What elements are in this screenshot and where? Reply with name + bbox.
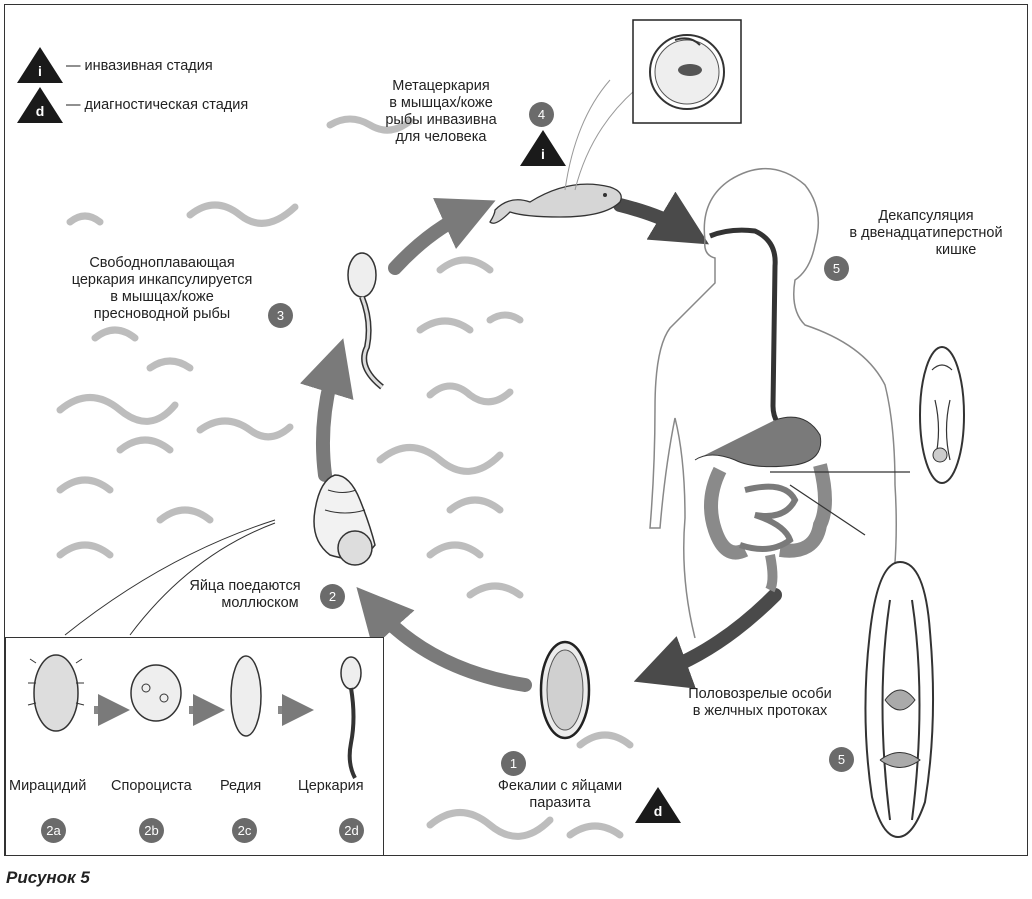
stage-4-label: Метацеркария в мышцах/коже рыбы инвазивн… [385,78,497,145]
cercaria-illustration [347,252,384,390]
metacercaria-box [632,19,742,124]
stage-4-invasive-icon: i [520,130,566,166]
larval-stages-inset: Мирацидий Спороциста Редия Церкария 2a 2… [5,637,384,856]
badge-2d: 2d [339,818,364,843]
snail-illustration [313,474,376,566]
stage-4-badge: 4 [529,102,554,127]
legend-invasive-label: — инвазивная стадия [66,58,213,74]
cercaria-label: Церкария [298,778,364,794]
miracidium-illustration [33,654,79,732]
invasive-symbol: i [38,63,42,79]
figure-caption: Рисунок 5 [6,868,90,887]
badge-2c: 2c [232,818,257,843]
stage-1-label: Фекалии с яйцами паразита [497,778,623,811]
stage-1-diagnostic-icon: d [635,787,681,823]
adult-fluke-illustration [864,560,935,839]
fish-illustration [489,79,636,224]
cycle-arrows [299,191,782,692]
human-silhouette [649,168,897,639]
sporocyst-label: Спороциста [111,778,192,794]
stage-2-badge: 2 [320,584,345,609]
stage-3-label: Свободноплавающая церкария инкапсулирует… [71,255,253,322]
invasive-marker-icon: i [17,47,63,83]
miracidium-label: Мирацидий [9,778,87,794]
diagnostic-symbol: d [35,103,45,119]
diagram-frame [4,4,1028,856]
stage-2-label: Яйца поедаются моллюском [189,578,301,611]
legend-diagnostic-label: — диагностическая стадия [66,97,249,113]
badge-2a: 2a [41,818,66,843]
larval-stages-artwork [27,654,362,779]
egg-illustration [539,640,591,740]
stage-5-decapsulation-badge: 5 [824,256,849,281]
cercaria-small-illustration [340,656,362,690]
digestive-tract [694,227,910,593]
stage-5-adults-label: Половозрелые особи в желчных протоках [688,686,832,719]
redia-label: Редия [220,778,262,794]
water-waves [56,115,634,840]
stage-5-adults-badge: 5 [829,747,854,772]
juvenile-fluke-illustration [919,346,965,484]
stage-5-decapsulation-label: Декапсуляция в двенадцатиперстной кишке [849,208,1003,258]
redia-illustration [230,655,262,737]
stage-1-badge: 1 [501,751,526,776]
sporocyst-illustration [130,664,182,722]
diagnostic-marker-icon: d [17,87,63,123]
badge-2b: 2b [139,818,164,843]
stage-3-badge: 3 [268,303,293,328]
